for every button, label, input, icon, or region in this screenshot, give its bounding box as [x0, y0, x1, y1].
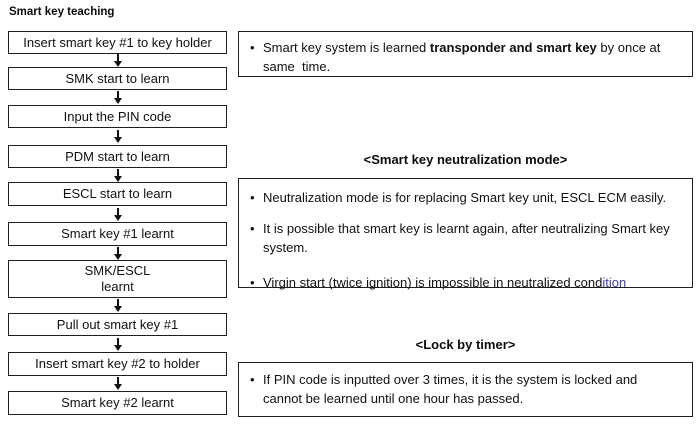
- note-box-neutralization-mode: Neutralization mode is for replacing Sma…: [238, 178, 693, 292]
- bullet-text-highlighted: ition: [602, 275, 627, 290]
- page-title: Smart key teaching: [9, 6, 115, 18]
- flow-step-key-1-learnt: Smart key #1 learnt: [8, 222, 227, 246]
- down-arrow-icon: [8, 54, 227, 67]
- flow-step-pdm-start-learn: PDM start to learn: [8, 145, 227, 168]
- bullet-text: Smart key system is learned: [263, 40, 430, 55]
- flow-step-smk-start-learn: SMK start to learn: [8, 67, 227, 90]
- note-bullet: Smart key system is learned transponder …: [250, 38, 689, 76]
- section-heading-neutralization-mode: <Smart key neutralization mode>: [363, 152, 568, 167]
- flow-step-escl-start-learn: ESCL start to learn: [8, 182, 227, 206]
- bullet-text: It is possible that smart key is learnt …: [263, 221, 670, 255]
- bullet-text: If PIN code is inputted over 3 times, it…: [263, 372, 638, 406]
- bullet-text: by once at same time.: [263, 40, 661, 74]
- flow-step-insert-key-2: Insert smart key #2 to holder: [8, 352, 227, 376]
- down-arrow-icon: [8, 206, 227, 222]
- bullet-text: Virgin start (twice ignition) is impossi…: [263, 275, 603, 290]
- flow-step-insert-key-1: Insert smart key #1 to key holder: [8, 31, 227, 54]
- flow-step-input-pin-code: Input the PIN code: [8, 105, 227, 128]
- note-bullet: Virgin start (twice ignition) is impossi…: [250, 273, 689, 292]
- section-heading-lock-by-timer: <Lock by timer>: [415, 337, 516, 352]
- down-arrow-icon: [8, 90, 227, 105]
- down-arrow-icon: [8, 246, 227, 260]
- down-arrow-icon: [8, 128, 227, 145]
- down-arrow-icon: [8, 298, 227, 313]
- bullet-text: Neutralization mode is for replacing Sma…: [263, 190, 667, 205]
- flow-step-pull-out-key-1: Pull out smart key #1: [8, 313, 227, 336]
- bullet-text-bold: transponder and smart key: [429, 40, 597, 55]
- flow-step-key-2-learnt: Smart key #2 learnt: [8, 391, 227, 415]
- down-arrow-icon: [8, 168, 227, 182]
- flow-step-smk-escl-learnt: SMK/ESCL learnt: [8, 260, 227, 298]
- note-bullet: Neutralization mode is for replacing Sma…: [250, 188, 689, 207]
- note-bullet: It is possible that smart key is learnt …: [250, 219, 689, 257]
- note-bullet: If PIN code is inputted over 3 times, it…: [250, 370, 689, 408]
- note-box-lock-by-timer: If PIN code is inputted over 3 times, it…: [238, 362, 693, 417]
- down-arrow-icon: [8, 376, 227, 391]
- down-arrow-icon: [8, 336, 227, 352]
- note-box-learned-at-once: Smart key system is learned transponder …: [238, 31, 693, 77]
